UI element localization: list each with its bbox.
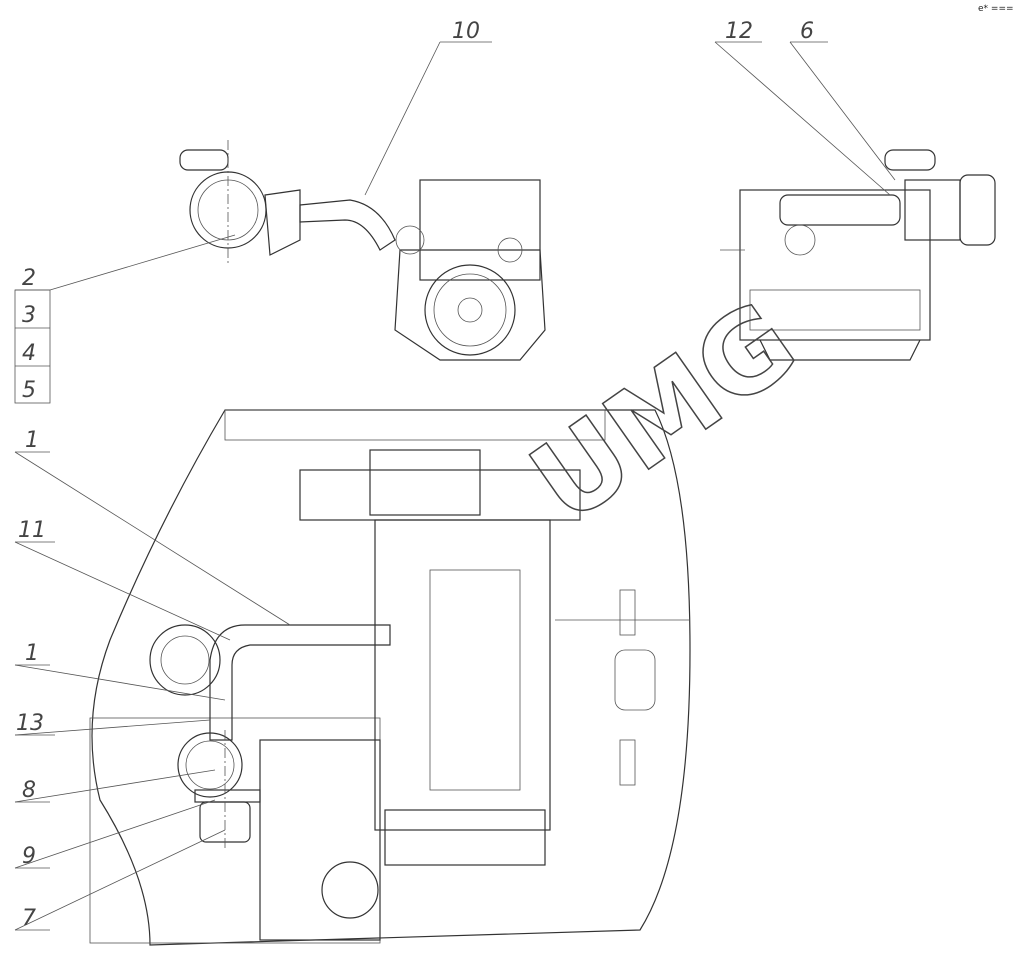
top-view-machine [89,409,691,946]
callout-1-top: 1 [25,428,39,453]
callout-11: 11 [18,518,46,543]
callout-9: 9 [22,844,36,869]
callout-2: 2 [22,266,36,291]
corner-mark: e* === [978,4,1014,14]
side-view-engine [720,149,996,361]
callout-13: 13 [16,711,44,736]
callout-7: 7 [22,906,36,931]
callout-1-bottom: 1 [25,641,39,666]
leader-lines [14,41,896,931]
watermark: UMG [509,277,819,548]
callout-3: 3 [22,303,36,328]
callout-6: 6 [800,19,814,44]
callout-12: 12 [725,19,753,44]
callout-8: 8 [22,778,36,803]
front-view-engine [179,140,546,361]
callout-4: 4 [22,341,36,366]
callout-10: 10 [452,19,480,44]
callout-5: 5 [22,378,36,403]
